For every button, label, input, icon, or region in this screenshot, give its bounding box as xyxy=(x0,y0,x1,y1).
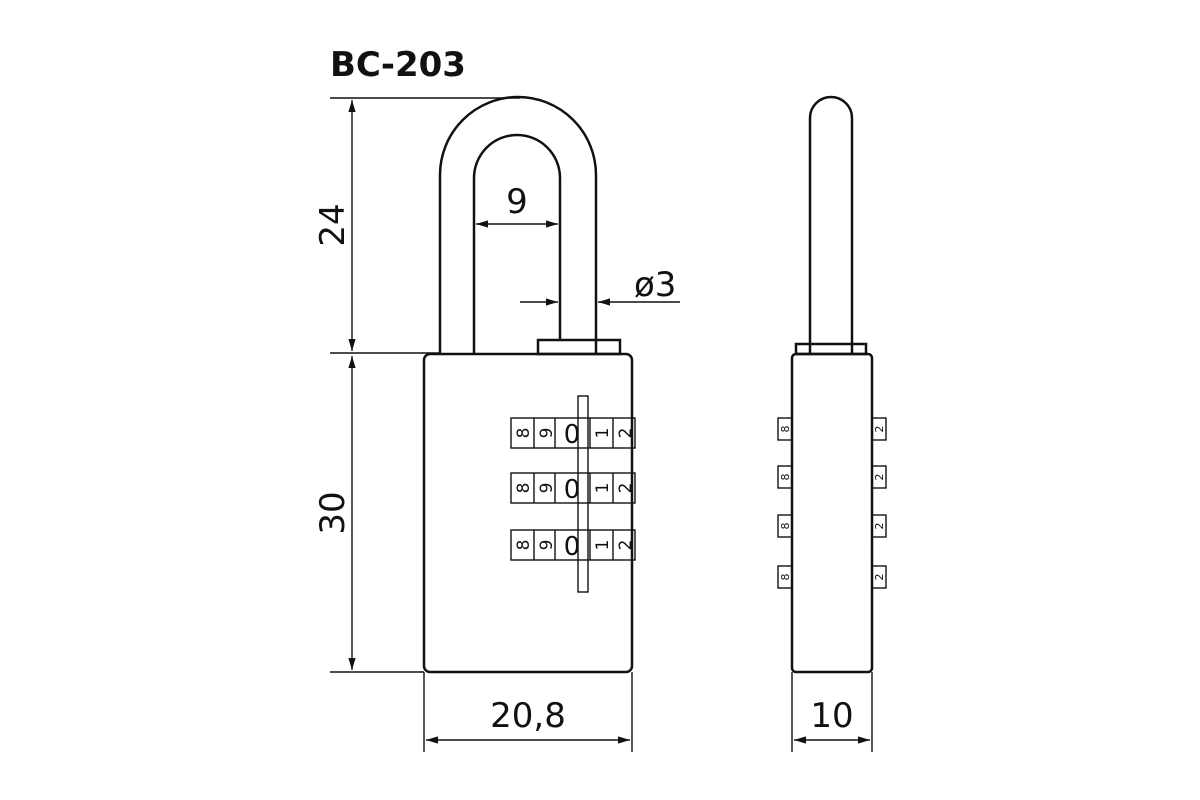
dial-row-1: 8 9 0 1 2 xyxy=(510,417,636,450)
shackle-collar xyxy=(536,338,622,356)
dial-2-digit-2: 2 xyxy=(616,483,636,494)
svg-text:2: 2 xyxy=(873,574,886,581)
lock-body xyxy=(422,352,634,674)
side-dials-right: 2 2 2 2 xyxy=(871,417,887,589)
dim-body-depth: 10 xyxy=(810,696,853,736)
side-body xyxy=(790,352,874,674)
dial-3-digit-8: 8 xyxy=(514,540,534,551)
dim-shackle-inner-width: 9 xyxy=(506,182,528,222)
svg-text:2: 2 xyxy=(873,523,886,530)
side-shackle xyxy=(808,95,854,353)
shackle-outer xyxy=(438,95,598,353)
dial-3-digit-9: 9 xyxy=(537,540,557,551)
side-dials-left: 8 8 8 8 xyxy=(777,417,793,589)
front-dimensions: 24 30 9 ø3 20,8 xyxy=(313,97,680,752)
svg-text:8: 8 xyxy=(779,426,792,433)
dial-3-digit-0: 0 xyxy=(564,532,581,562)
dial-3-digit-2: 2 xyxy=(616,540,636,551)
dial-1-digit-9: 9 xyxy=(537,428,557,439)
svg-text:2: 2 xyxy=(873,426,886,433)
side-view: 8 8 8 8 2 2 2 2 xyxy=(777,95,887,674)
dim-body-width: 20,8 xyxy=(490,696,566,736)
model-title: ВС-203 xyxy=(330,45,466,85)
side-dimensions: 10 xyxy=(791,672,873,752)
dim-shackle-height: 24 xyxy=(313,203,353,246)
dial-row-2: 8 9 0 1 2 xyxy=(510,472,636,505)
svg-text:2: 2 xyxy=(873,474,886,481)
dim-body-height: 30 xyxy=(313,491,353,534)
dial-1-digit-0: 0 xyxy=(564,420,581,450)
svg-text:8: 8 xyxy=(779,574,792,581)
front-view: 8 9 0 1 2 8 9 0 1 2 8 9 0 1 xyxy=(422,95,636,674)
shackle-inner xyxy=(472,133,562,353)
svg-text:8: 8 xyxy=(779,523,792,530)
dial-1-digit-1: 1 xyxy=(593,428,613,439)
dial-2-digit-9: 9 xyxy=(537,483,557,494)
dial-2-digit-0: 0 xyxy=(564,475,581,505)
dial-2-digit-1: 1 xyxy=(593,483,613,494)
dial-2-digit-8: 8 xyxy=(514,483,534,494)
svg-text:8: 8 xyxy=(779,474,792,481)
dim-shackle-diameter: ø3 xyxy=(634,265,676,305)
dial-3-digit-1: 1 xyxy=(593,540,613,551)
dial-1-digit-8: 8 xyxy=(514,428,534,439)
dial-axle xyxy=(577,395,589,593)
dial-row-3: 8 9 0 1 2 xyxy=(510,529,636,562)
dial-1-digit-2: 2 xyxy=(616,428,636,439)
